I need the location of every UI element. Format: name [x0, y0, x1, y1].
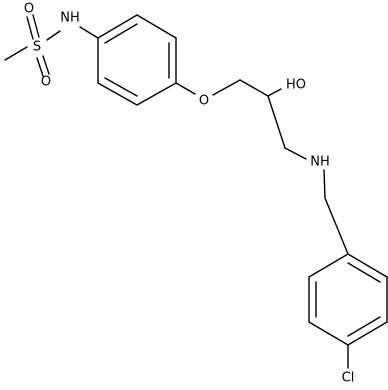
bond-s-o-up-b — [32, 14, 40, 38]
ring2-bond-6 — [308, 253, 349, 278]
ring2-double-1 — [347, 262, 381, 283]
bond-s-nh — [46, 30, 61, 41]
atom-labels: N⁠H S O O O HO NH Cl — [24, 2, 354, 386]
bond-ch-oh — [267, 88, 282, 97]
atom-oxygen-sulfonyl-bottom: O — [41, 75, 51, 90]
bond-methyl-s — [4, 46, 28, 61]
ring2-double-2 — [347, 316, 381, 337]
ring1-double-3 — [104, 77, 138, 97]
bond-s-o-up-a — [26, 16, 34, 40]
bond-s-o-down-b — [36, 57, 44, 77]
atom-sulfur: S — [33, 40, 41, 55]
bond-nh-ch2 — [323, 169, 326, 199]
ring1-bond-5 — [97, 82, 138, 106]
ring1-bond-4 — [136, 82, 177, 106]
bond-o-ch2 — [212, 79, 241, 96]
ring1-double-1 — [104, 23, 138, 44]
atom-hydroxyl: HO — [286, 78, 306, 93]
bond-ch-ch2 — [267, 95, 286, 149]
atom-nh-sulfonamide: N⁠H — [60, 11, 80, 26]
bond-ring-o — [175, 82, 196, 95]
bond-ch2-nh — [284, 147, 307, 160]
atom-chlorine: Cl — [342, 371, 355, 386]
bond-nh-ring — [79, 26, 99, 39]
atom-oxygen-ether: O — [199, 94, 209, 109]
bond-s-o-down-a — [42, 55, 50, 75]
atom-nh-amine: NH — [310, 155, 330, 170]
ring2-bond-1 — [347, 253, 388, 278]
bond-ch2-ch2 — [324, 197, 349, 255]
ring2-bond-4 — [308, 321, 349, 346]
ring1-bond-2 — [136, 14, 177, 39]
ring1-bond-1 — [97, 14, 138, 39]
atom-oxygen-sulfonyl-top: O — [24, 2, 34, 17]
ring2-bond-3 — [347, 321, 388, 346]
bonds — [4, 14, 388, 369]
bond-ch2-choh — [239, 79, 269, 97]
